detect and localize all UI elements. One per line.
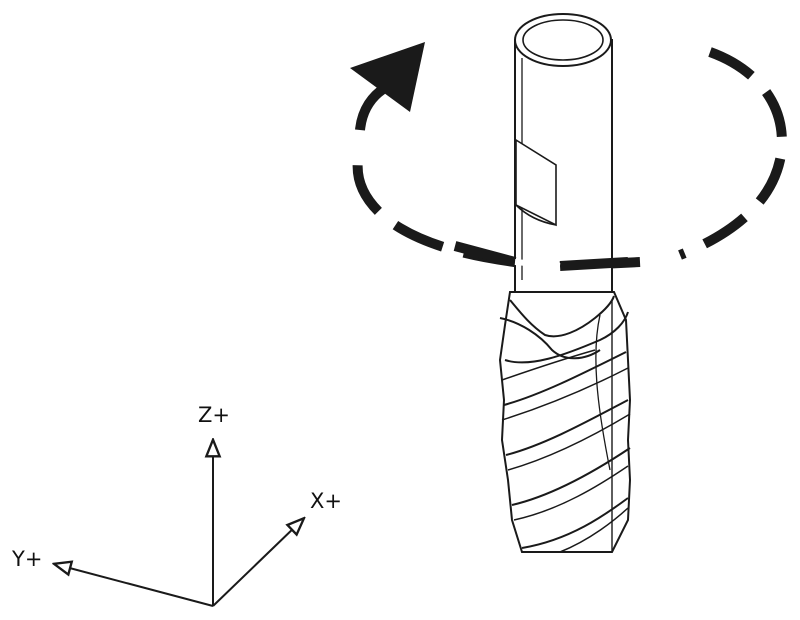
- y-axis: [62, 566, 214, 607]
- z-axis-label: Z+: [198, 403, 230, 427]
- tool-shank: [514, 13, 613, 296]
- coordinate-axes: [62, 448, 298, 607]
- rotation-arrowhead-icon: [350, 42, 425, 112]
- y-axis-label: Y+: [11, 547, 42, 571]
- x-axis-label: X+: [310, 489, 342, 513]
- x-axis: [212, 524, 298, 607]
- tool-flutes: [498, 291, 632, 553]
